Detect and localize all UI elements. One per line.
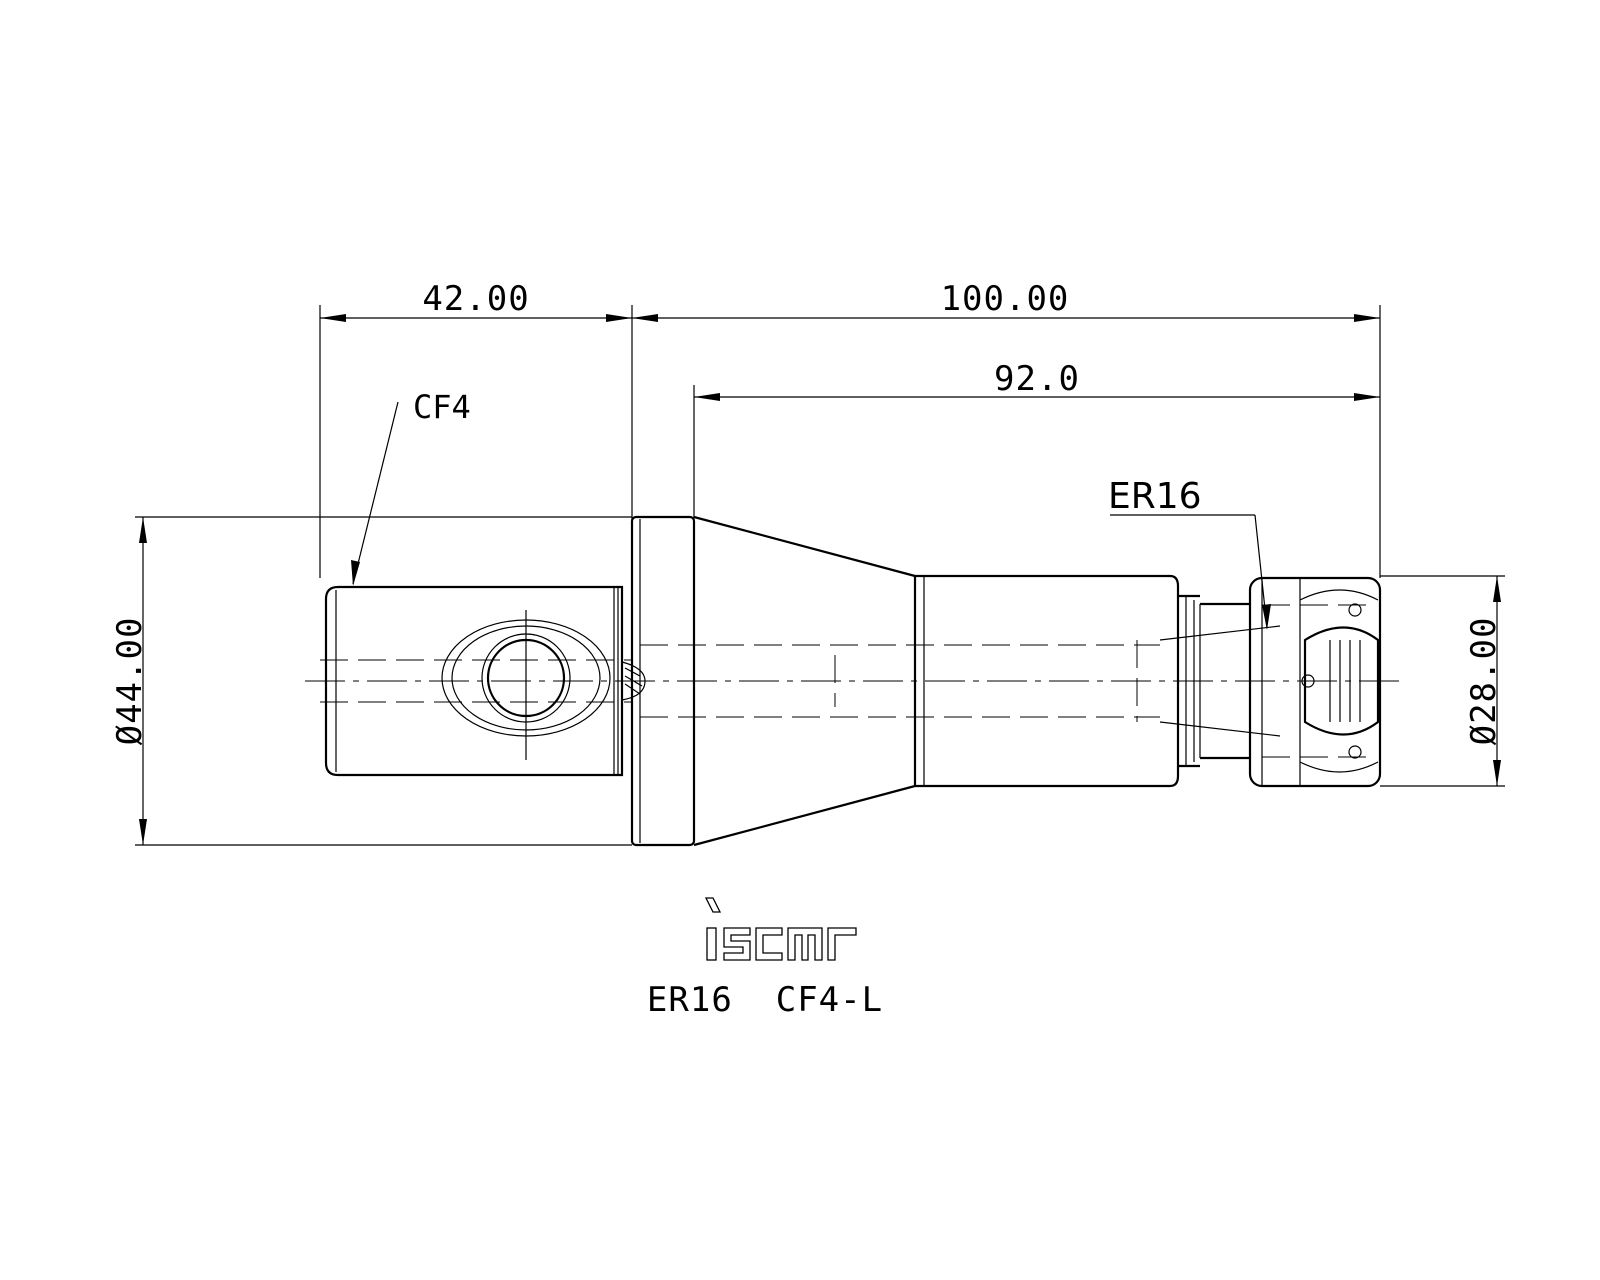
iscar-logo (704, 897, 857, 961)
neck (1159, 594, 1281, 768)
dimension-flange-diameter: Ø44.00 (110, 516, 632, 846)
nut-diameter-label: Ø28.00 (1464, 617, 1504, 746)
er16-label: ER16 (1108, 476, 1202, 517)
shank-length-label: 42.00 (422, 279, 529, 319)
tapered-body (693, 515, 925, 847)
dimension-nut-diameter: Ø28.00 (1380, 575, 1505, 787)
cylinder-body (640, 574, 1180, 788)
overall-length-label: 100.00 (941, 279, 1070, 319)
clamping-nut (1248, 576, 1382, 788)
callout-cf4: CF4 (351, 388, 471, 586)
dimension-overall-length: 100.00 (632, 279, 1381, 578)
body-length-label: 92.0 (994, 359, 1080, 399)
dimension-body-length: 92.0 (693, 359, 1380, 518)
part-designation: ER16 CF4-L (647, 980, 883, 1020)
dimension-shank-length: 42.00 (319, 279, 633, 578)
cf4-label: CF4 (413, 388, 471, 426)
shank-body (320, 585, 646, 777)
callout-er16: ER16 (1108, 476, 1271, 630)
flange (630, 515, 696, 847)
flange-diameter-label: Ø44.00 (110, 617, 150, 746)
